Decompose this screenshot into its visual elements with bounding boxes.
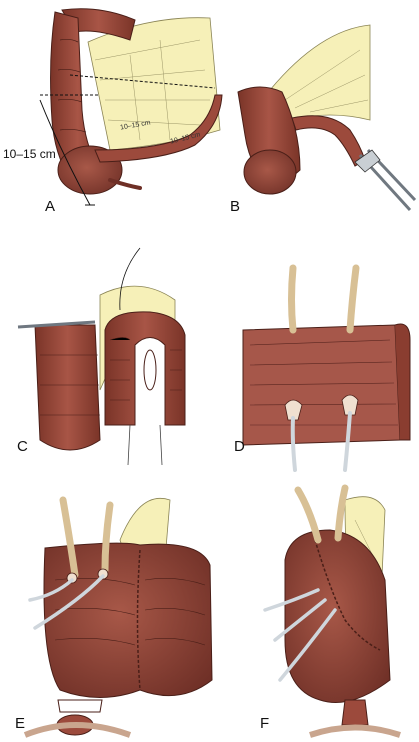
panel-c-drawing	[17, 247, 186, 466]
panel-label-c: C	[17, 438, 28, 455]
panel-label-f: F	[260, 715, 270, 732]
panel-c-colon	[34, 324, 101, 451]
panel-f-drawing	[263, 484, 401, 738]
panel-d-catheter-left	[288, 264, 297, 334]
panel-a-drawing	[39, 8, 223, 206]
panel-b-drawing	[237, 24, 417, 212]
panel-c-ileal-pouch	[104, 311, 186, 426]
panel-e-drawing	[23, 496, 213, 738]
panel-label-d: D	[234, 438, 245, 455]
panel-a-transverse-colon	[61, 8, 136, 41]
panel-label-e: E	[15, 715, 26, 732]
panel-c-needle	[17, 320, 96, 329]
panel-e-pouch	[43, 542, 213, 698]
panel-label-b: B	[230, 198, 241, 215]
panel-a-ileum	[94, 94, 223, 163]
panel-d-stent-left	[290, 416, 297, 472]
panel-label-a: A	[45, 198, 56, 215]
panel-d-stent-right	[343, 411, 352, 472]
panel-d-catheter-right	[346, 264, 360, 334]
panel-b-ileum	[291, 115, 366, 167]
panel-d-drawing	[242, 264, 411, 472]
distance-label-main: 10–15 cm	[3, 147, 56, 161]
